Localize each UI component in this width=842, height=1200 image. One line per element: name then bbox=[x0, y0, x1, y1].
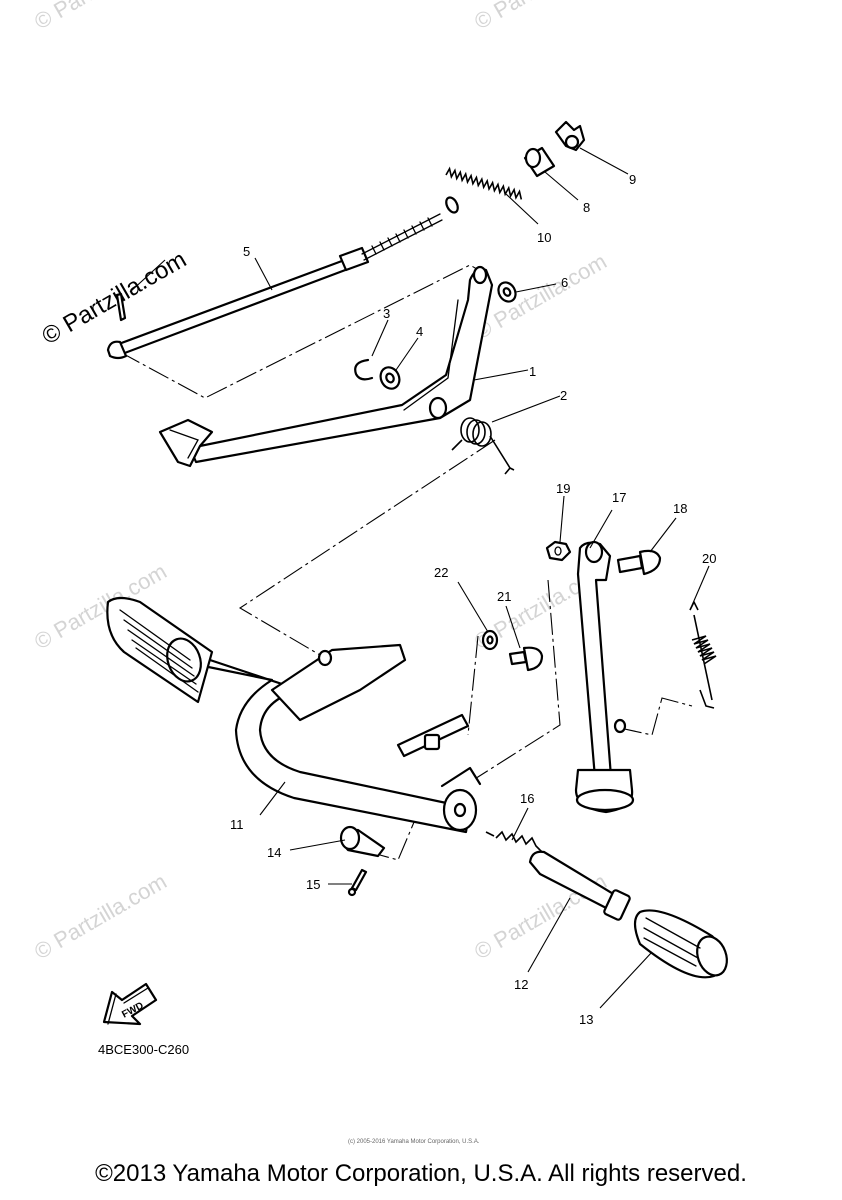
copyright-footer: ©2013 Yamaha Motor Corporation, U.S.A. A… bbox=[95, 1160, 747, 1187]
callout-4: 4 bbox=[416, 324, 423, 339]
sidestand bbox=[574, 540, 635, 814]
rod-cotter-pin bbox=[115, 292, 127, 322]
footrest-bar bbox=[172, 643, 482, 834]
compression-spring bbox=[445, 166, 523, 214]
bolt-21 bbox=[508, 646, 544, 672]
watermark-top-left: © Partzilla.com bbox=[30, 0, 171, 34]
wing-nut bbox=[554, 120, 586, 152]
fine-print: (c) 2005-2016 Yamaha Motor Corporation, … bbox=[348, 1139, 480, 1145]
cotter-pin-15 bbox=[347, 868, 368, 897]
callout-14: 14 bbox=[267, 845, 281, 860]
callout-8: 8 bbox=[583, 200, 590, 215]
watermarks: © Partzilla.com © Partzilla.com © Partzi… bbox=[30, 0, 611, 964]
callout-22: 22 bbox=[434, 565, 448, 580]
footpeg-shaft bbox=[528, 850, 631, 921]
callout-5: 5 bbox=[243, 244, 250, 259]
callouts: 1 2 3 4 5 6 8 9 10 11 12 13 14 15 16 17 … bbox=[230, 172, 716, 1027]
fwd-arrow: FWD bbox=[102, 982, 158, 1026]
pin-14 bbox=[339, 825, 386, 858]
washer-6 bbox=[497, 281, 517, 303]
washer-4 bbox=[379, 366, 401, 390]
circlip-3 bbox=[354, 358, 374, 381]
callout-20: 20 bbox=[702, 551, 716, 566]
callout-21: 21 bbox=[497, 589, 511, 604]
washer-22 bbox=[481, 629, 499, 651]
footpeg-rubber-right bbox=[633, 909, 728, 979]
watermark-mid-right: © Partzilla.com bbox=[470, 249, 611, 345]
callout-17: 17 bbox=[612, 490, 626, 505]
footpeg-rubber-left bbox=[106, 596, 214, 704]
callout-19: 19 bbox=[556, 481, 570, 496]
watermark-bottom-left: © Partzilla.com bbox=[30, 869, 171, 965]
callout-16: 16 bbox=[520, 791, 534, 806]
diagram-code: 4BCE300-C260 bbox=[98, 1042, 189, 1057]
callout-6: 6 bbox=[561, 275, 568, 290]
callout-11: 11 bbox=[230, 817, 244, 832]
watermark-top-right: © Partzilla.com bbox=[470, 0, 611, 34]
callout-18: 18 bbox=[673, 501, 687, 516]
callout-13: 13 bbox=[579, 1012, 593, 1027]
callout-2: 2 bbox=[560, 388, 567, 403]
brake-rod bbox=[106, 213, 443, 360]
brake-pedal bbox=[158, 265, 494, 468]
callout-3: 3 bbox=[383, 306, 390, 321]
callout-9: 9 bbox=[629, 172, 636, 187]
callout-10: 10 bbox=[537, 230, 551, 245]
leader-lines bbox=[129, 147, 710, 1009]
bolt-18 bbox=[616, 549, 662, 576]
callout-1: 1 bbox=[529, 364, 536, 379]
torsion-spring-2 bbox=[451, 417, 515, 475]
nut-19 bbox=[545, 540, 572, 562]
return-spring-20 bbox=[689, 600, 717, 709]
rod-joint bbox=[523, 146, 556, 178]
callout-12: 12 bbox=[514, 977, 528, 992]
callout-15: 15 bbox=[306, 877, 320, 892]
